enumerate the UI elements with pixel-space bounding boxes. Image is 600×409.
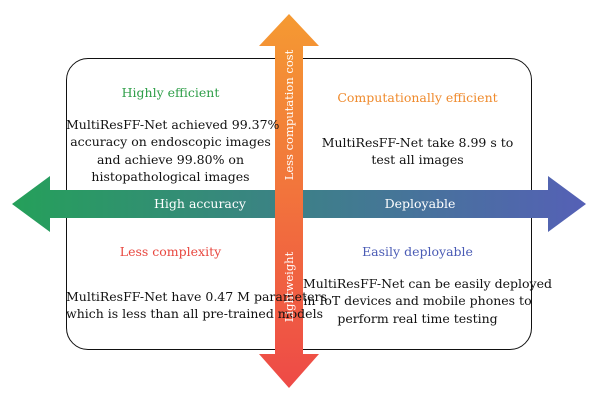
body-line: and achieve 99.80% on (96, 151, 245, 167)
quadrant-body-computationally-efficient: MultiResFF-Net take 8.99 s to test all i… (303, 134, 532, 169)
vertical-axis-arrow (259, 14, 319, 388)
quadrant-body-easily-deployable: MultiResFF-Net can be easily deployed in… (303, 275, 552, 327)
title-text: Highly efficient (121, 85, 220, 100)
title-text: Easily deployable (362, 244, 473, 259)
quadrant-title-easily-deployable: Easily deployable (303, 244, 532, 259)
body-line: in IoT devices and mobile phones to (303, 293, 532, 309)
quadrant-title-highly-efficient: Highly efficient (66, 85, 275, 100)
axis-label-deployable: Deployable (384, 196, 456, 211)
quadrant-body-less-complexity: MultiResFF-Net have 0.47 M parameters wh… (66, 288, 327, 323)
quadrant-title-less-complexity: Less complexity (66, 244, 275, 259)
body-line: MultiResFF-Net achieved 99.37% (66, 117, 280, 132)
body-line: MultiResFF-Net take 8.99 s to (321, 135, 514, 150)
body-line: MultiResFF-Net have 0.47 M parameters (66, 289, 327, 304)
body-line: test all images (371, 152, 464, 168)
body-line: accuracy on endoscopic images (70, 134, 271, 150)
quadrant-title-computationally-efficient: Computationally efficient (303, 90, 532, 105)
axis-label-lightweight: Lightweight (282, 251, 296, 323)
quadrant-body-highly-efficient: MultiResFF-Net achieved 99.37% accuracy … (66, 116, 280, 185)
body-line: histopathological images (91, 168, 250, 184)
axis-label-less-computation-cost: Less computation cost (282, 49, 296, 181)
axis-label-high-accuracy: High accuracy (154, 196, 246, 211)
body-line: MultiResFF-Net can be easily deployed (303, 276, 552, 291)
title-text: Less complexity (119, 244, 222, 259)
body-line: which is less than all pre-trained model… (66, 306, 323, 322)
title-text: Computationally efficient (337, 90, 498, 105)
body-line: perform real time testing (337, 310, 498, 326)
